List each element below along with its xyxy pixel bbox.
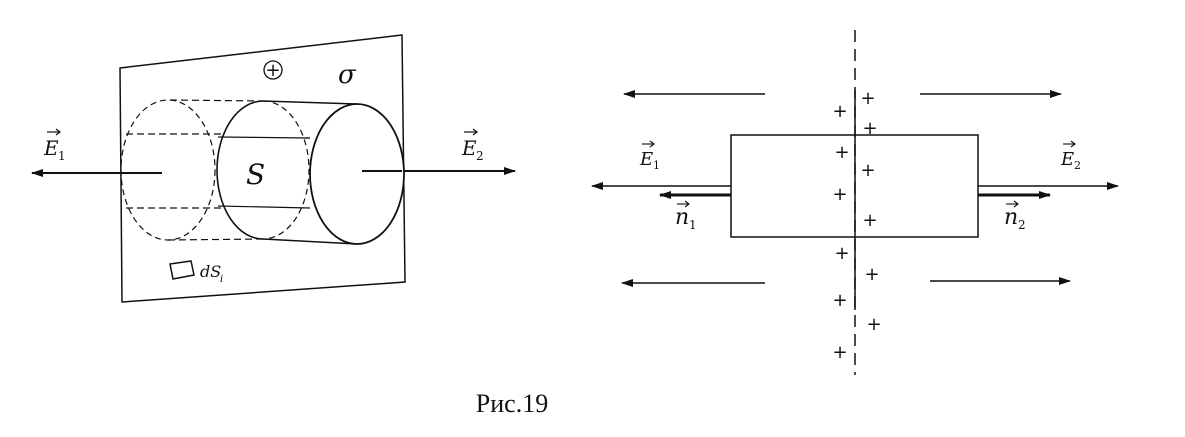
svg-text:dS: dS xyxy=(200,262,221,281)
svg-text:n: n xyxy=(1004,205,1018,230)
charged-plane xyxy=(119,34,406,303)
svg-text:+: + xyxy=(834,142,849,163)
svg-text:+: + xyxy=(834,243,849,264)
svg-text:E: E xyxy=(639,149,653,170)
svg-text:+: + xyxy=(866,314,881,335)
svg-text:+: + xyxy=(860,160,875,181)
svg-text:E: E xyxy=(43,136,59,160)
svg-text:2: 2 xyxy=(476,149,484,163)
n2-label: n 2 xyxy=(1004,200,1026,232)
surface-label: S xyxy=(246,158,265,191)
svg-text:E: E xyxy=(461,136,477,160)
svg-text:+: + xyxy=(862,118,877,139)
n1-label: n 1 xyxy=(675,200,697,232)
sigma-label: σ xyxy=(338,60,357,90)
e2-label-right: E 2 xyxy=(1060,140,1081,172)
dashed-generator xyxy=(167,238,264,241)
right-figure: + + + + + + + + + + + + E 1 E 2 xyxy=(591,30,1119,375)
cylinder-left-base xyxy=(120,99,216,241)
e2-label-left: E 2 xyxy=(461,128,484,163)
figure-caption: Рис.19 xyxy=(476,389,548,418)
generator-line xyxy=(217,205,311,209)
generator-line xyxy=(217,136,311,139)
plus-charges: + + + + + + + + + + + + xyxy=(832,88,881,363)
svg-text:+: + xyxy=(860,88,875,109)
svg-text:+: + xyxy=(832,184,847,205)
svg-text:1: 1 xyxy=(653,159,660,172)
svg-text:+: + xyxy=(862,210,877,231)
left-figure: + σ S E 1 E 2 dS i xyxy=(31,34,516,303)
cylinder-right-base xyxy=(309,103,405,245)
svg-text:+: + xyxy=(864,264,879,285)
svg-text:+: + xyxy=(265,60,280,81)
e1-label-left: E 1 xyxy=(43,128,66,163)
svg-text:2: 2 xyxy=(1018,218,1026,232)
dashed-generator xyxy=(169,99,264,102)
cylinder-bottom-edge xyxy=(262,238,358,245)
svg-text:+: + xyxy=(832,101,847,122)
gaussian-cylinder xyxy=(120,99,405,245)
cylinder-section-arc xyxy=(216,100,264,240)
svg-text:i: i xyxy=(220,274,223,285)
svg-text:n: n xyxy=(675,205,689,230)
charge-symbol-circled: + xyxy=(263,60,283,81)
svg-text:E: E xyxy=(1060,149,1074,170)
svg-text:1: 1 xyxy=(58,149,66,163)
svg-text:+: + xyxy=(832,290,847,311)
e1-label-right: E 1 xyxy=(639,140,660,172)
area-element: dS i xyxy=(169,260,223,285)
cylinder-section-hidden-arc xyxy=(262,100,310,240)
svg-text:+: + xyxy=(832,342,847,363)
svg-text:2: 2 xyxy=(1074,159,1081,172)
svg-text:1: 1 xyxy=(689,218,697,232)
cylinder-top-edge xyxy=(262,100,358,105)
